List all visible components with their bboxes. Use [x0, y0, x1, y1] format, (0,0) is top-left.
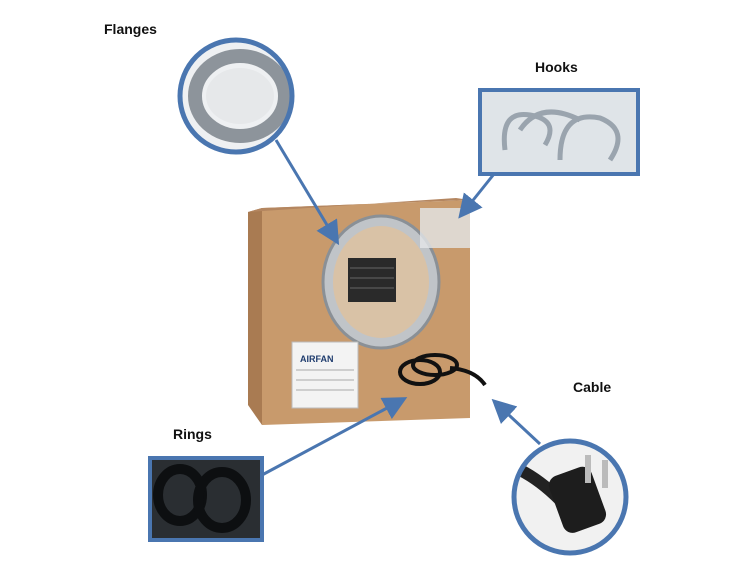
flanges-callout-image	[177, 37, 295, 155]
hooks-callout-image	[478, 88, 640, 176]
rings-arrow	[261, 397, 408, 477]
cable-callout-image	[511, 438, 629, 556]
rings-label: Rings	[173, 426, 212, 442]
brand-label: AIRFAN	[300, 354, 334, 364]
hooks-arrow	[458, 173, 496, 219]
cable-label: Cable	[573, 379, 612, 395]
flanges-arrow	[274, 139, 340, 246]
cable-arrow	[491, 398, 542, 446]
callout-arrows	[261, 139, 542, 477]
flanges-label: Flanges	[104, 21, 157, 37]
hooks-label: Hooks	[535, 59, 578, 75]
rings-callout-image	[148, 456, 264, 542]
fan-box	[248, 198, 487, 425]
